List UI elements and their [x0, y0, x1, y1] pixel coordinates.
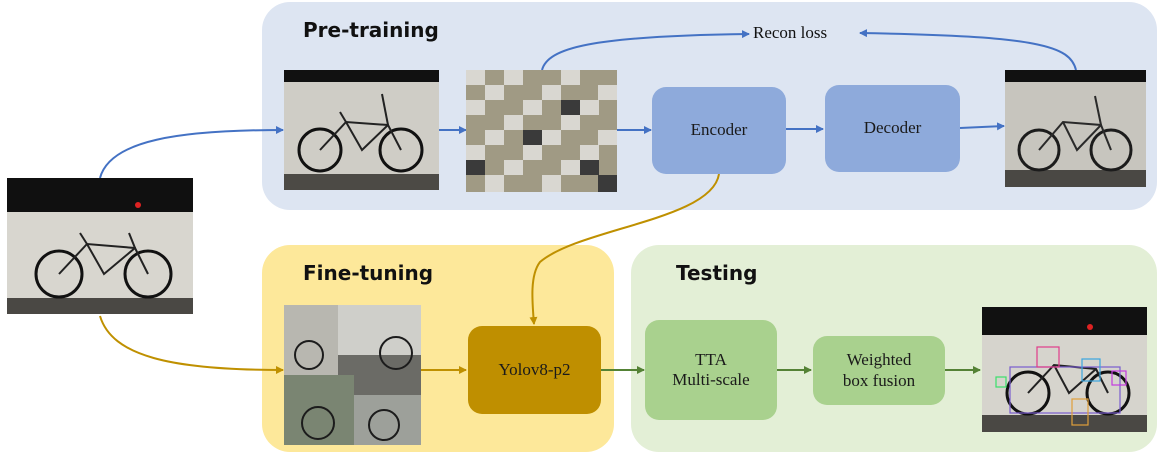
input-bicycle-image	[7, 178, 193, 314]
wbf-box: Weighted box fusion	[813, 336, 945, 405]
wbf-label-line2: box fusion	[842, 370, 916, 390]
yolov8-label: Yolov8-p2	[498, 359, 571, 379]
masked-image	[466, 70, 617, 192]
tta-label-line2: Multi-scale	[672, 370, 750, 389]
arrow-input-to-finetune	[99, 315, 284, 374]
pretrain-input-image	[284, 70, 439, 190]
decoder-box: Decoder	[825, 85, 960, 172]
mosaic-image	[284, 305, 421, 445]
reconstructed-image	[1005, 70, 1146, 187]
testing-title: Testing	[676, 261, 758, 285]
decoder-label: Decoder	[863, 118, 922, 138]
yolov8-box: Yolov8-p2	[468, 326, 601, 414]
tta-label-line1: TTA	[695, 349, 727, 369]
encoder-box: Encoder	[652, 87, 786, 174]
arrow-masked-to-recon-loss	[541, 30, 750, 71]
arrow-output-to-recon-loss	[859, 29, 1077, 71]
encoder-label: Encoder	[690, 120, 748, 140]
arrow-decoder-to-output	[959, 122, 1005, 131]
recon-loss-label: Recon loss	[753, 23, 828, 42]
wbf-label-line1: Weighted	[846, 350, 912, 370]
pretraining-title: Pre-training	[303, 18, 439, 42]
arrow-input-to-pretrain	[99, 126, 284, 179]
tta-box: TTA Multi-scale	[645, 320, 777, 420]
finetuning-title: Fine-tuning	[303, 261, 434, 285]
arrow-encoder-to-yolo	[529, 173, 720, 325]
detections-image	[982, 307, 1147, 432]
